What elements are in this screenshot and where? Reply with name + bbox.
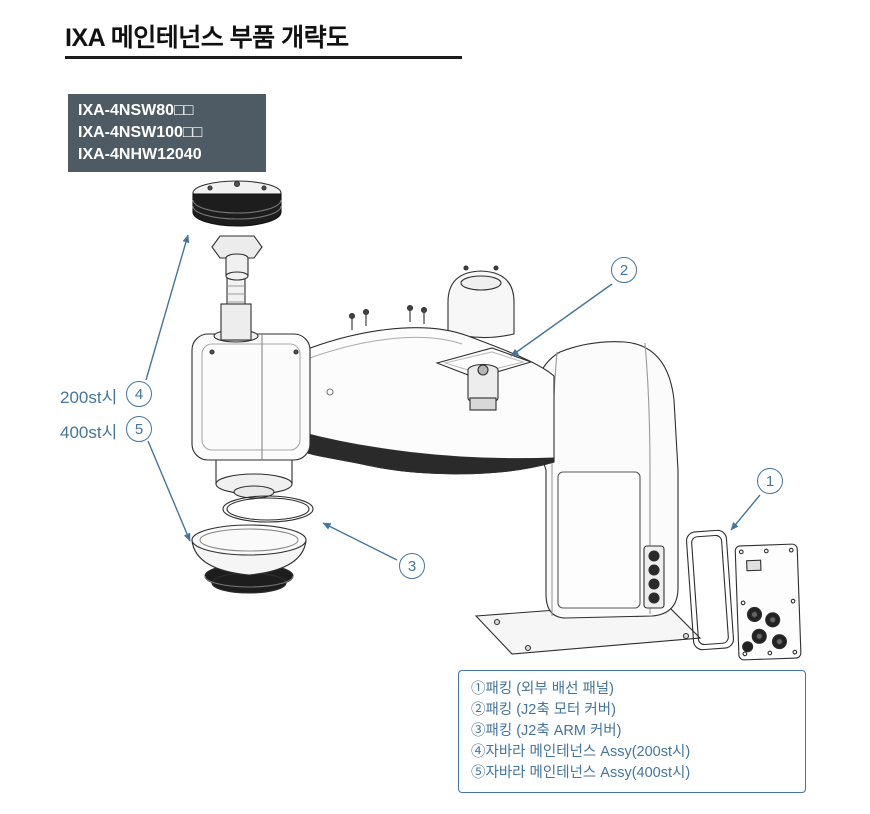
title-underline — [65, 56, 462, 59]
arm-cover-bowl — [191, 524, 307, 594]
model-number-box: IXA-4NSW80□□ IXA-4NSW100□□ IXA-4NHW12040 — [68, 94, 266, 172]
stroke-400-label: 400st시 — [60, 423, 118, 442]
model-line-2: IXA-4NSW100□□ — [78, 124, 203, 141]
main-arm — [299, 304, 555, 475]
base-column — [530, 341, 679, 619]
callout-1: 1 — [757, 468, 783, 494]
arm-cover-packing-ring — [222, 495, 314, 523]
arrow-to-bellows-bottom — [147, 440, 191, 542]
arm-end-housing — [191, 329, 311, 499]
model-line-1: IXA-4NSW80□□ — [78, 102, 194, 119]
robot-illustration — [191, 180, 802, 661]
callout-3: 3 — [399, 553, 425, 579]
leader-arrows — [145, 234, 761, 561]
legend-item-1: ①패킹 (외부 배선 패널) — [471, 681, 614, 697]
legend-item-5: ⑤자바라 메인테넌스 Assy(400st시) — [471, 765, 691, 781]
bellows-pulley-part — [192, 180, 282, 281]
legend-item-3: ③패킹 (J2축 ARM 커버) — [471, 723, 622, 739]
legend-item-4: ④자바라 메인테넌스 Assy(200st시) — [471, 744, 691, 760]
arrow-to-bellows-top — [145, 234, 190, 381]
spline-shaft — [220, 261, 252, 341]
stroke-200-label: 200st시 — [60, 388, 118, 407]
wiring-panel — [734, 543, 802, 661]
callout-2: 2 — [611, 257, 637, 283]
legend-box: ①패킹 (외부 배선 패널) ②패킹 (J2축 모터 커버) ③패킹 (J2축 … — [458, 670, 806, 793]
callout-4: 4 — [126, 381, 152, 407]
page-title: IXA 메인테넌스 부품 개략도 — [65, 24, 349, 52]
callout-5: 5 — [126, 416, 152, 442]
arrow-to-packing-3 — [322, 522, 398, 561]
arrow-to-packing-2 — [510, 283, 613, 357]
motor-unit — [467, 363, 499, 411]
packing-plate-j2 — [435, 347, 533, 379]
legend-item-2: ②패킹 (J2축 모터 커버) — [471, 702, 616, 718]
panel-gasket — [685, 529, 735, 651]
motor-cover-dome — [447, 265, 515, 339]
model-line-3: IXA-4NHW12040 — [78, 146, 202, 163]
arrow-to-packing-1 — [730, 494, 761, 531]
